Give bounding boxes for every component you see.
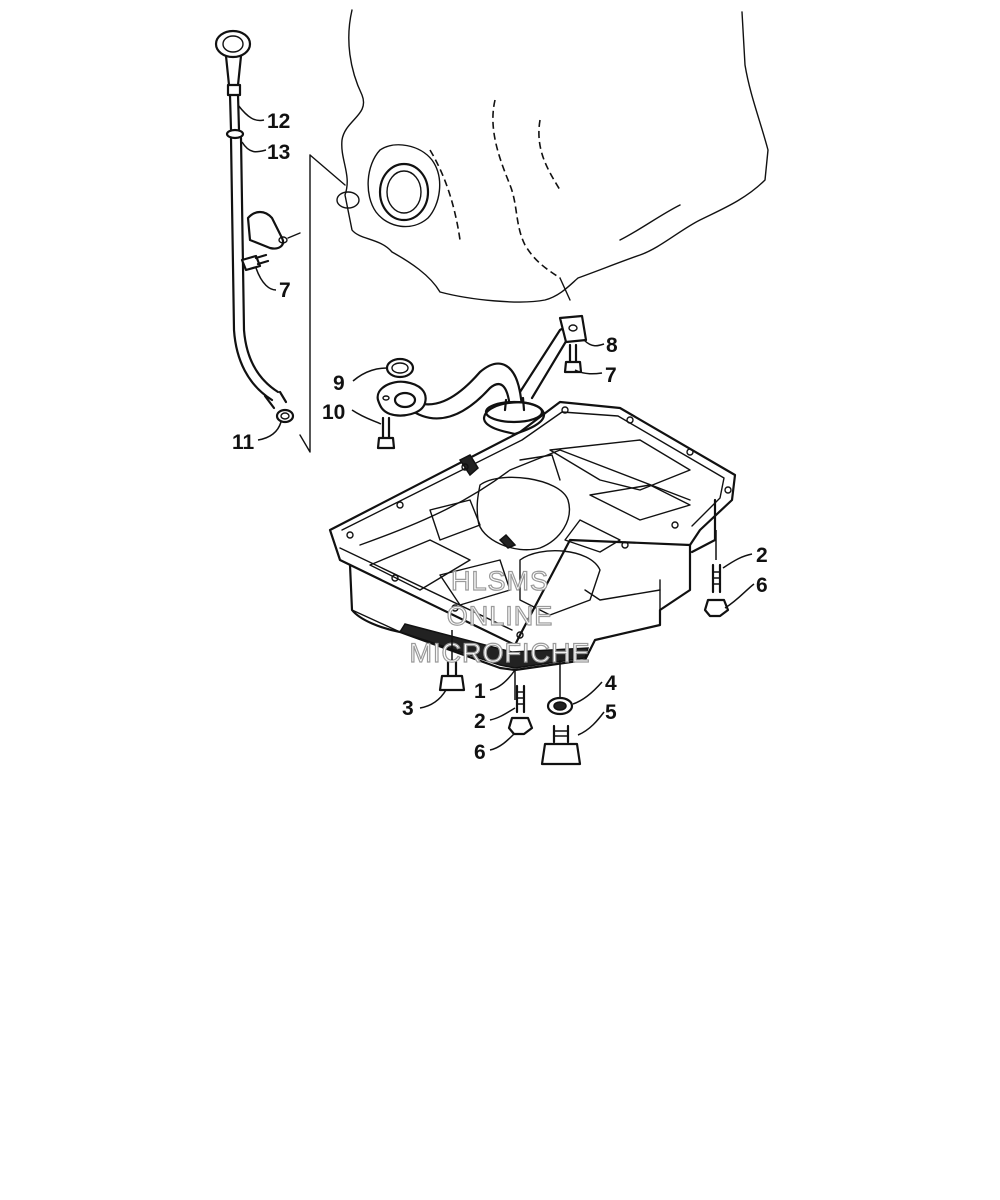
callout-2-right: 2 [756, 544, 768, 567]
flange-bolt-holes [346, 406, 732, 639]
callout-3: 3 [402, 697, 414, 720]
bolt-7-upper [240, 253, 270, 272]
drain-plug-5 [540, 724, 582, 766]
oil-strainer-pipe [376, 314, 588, 436]
engine-block-outline [336, 9, 769, 303]
callout-9: 9 [333, 372, 345, 395]
watermark-line-3: MICROFICHE [410, 638, 591, 668]
nut-6-right [703, 598, 730, 618]
section-line [299, 154, 346, 453]
callout-7-lower: 7 [605, 364, 617, 387]
bolt-3 [438, 660, 466, 692]
callout-6-center: 6 [474, 741, 486, 764]
callout-5: 5 [605, 701, 617, 724]
callout-4: 4 [605, 672, 617, 695]
callout-6-right: 6 [756, 574, 768, 597]
washer-4 [546, 696, 574, 716]
nut-6-center [507, 716, 534, 736]
bolt-7-lower [563, 343, 583, 374]
dipstick-assembly [214, 29, 295, 424]
callout-2-center: 2 [474, 710, 486, 733]
gasket-9 [385, 357, 415, 379]
dipstick-bracket [246, 210, 301, 250]
callout-7-upper: 7 [279, 279, 291, 302]
callout-labels: 12 13 7 8 7 9 10 11 2 6 3 1 2 6 4 5 [232, 110, 768, 764]
callout-12: 12 [267, 110, 290, 133]
callout-1: 1 [474, 680, 486, 703]
watermark: HLSMS ONLINE MICROFICHE [409, 565, 591, 668]
stud-2-center [515, 684, 526, 714]
oil-pan [328, 400, 737, 672]
leader-lines [237, 104, 755, 751]
callout-13: 13 [267, 141, 290, 164]
watermark-line-2: ONLINE [447, 601, 554, 631]
callout-8: 8 [606, 334, 618, 357]
callout-11: 11 [232, 431, 255, 454]
watermark-line-1: HLSMS [451, 566, 549, 596]
callout-10: 10 [322, 401, 345, 424]
stud-2-right [711, 563, 722, 594]
bolt-10 [376, 416, 396, 450]
